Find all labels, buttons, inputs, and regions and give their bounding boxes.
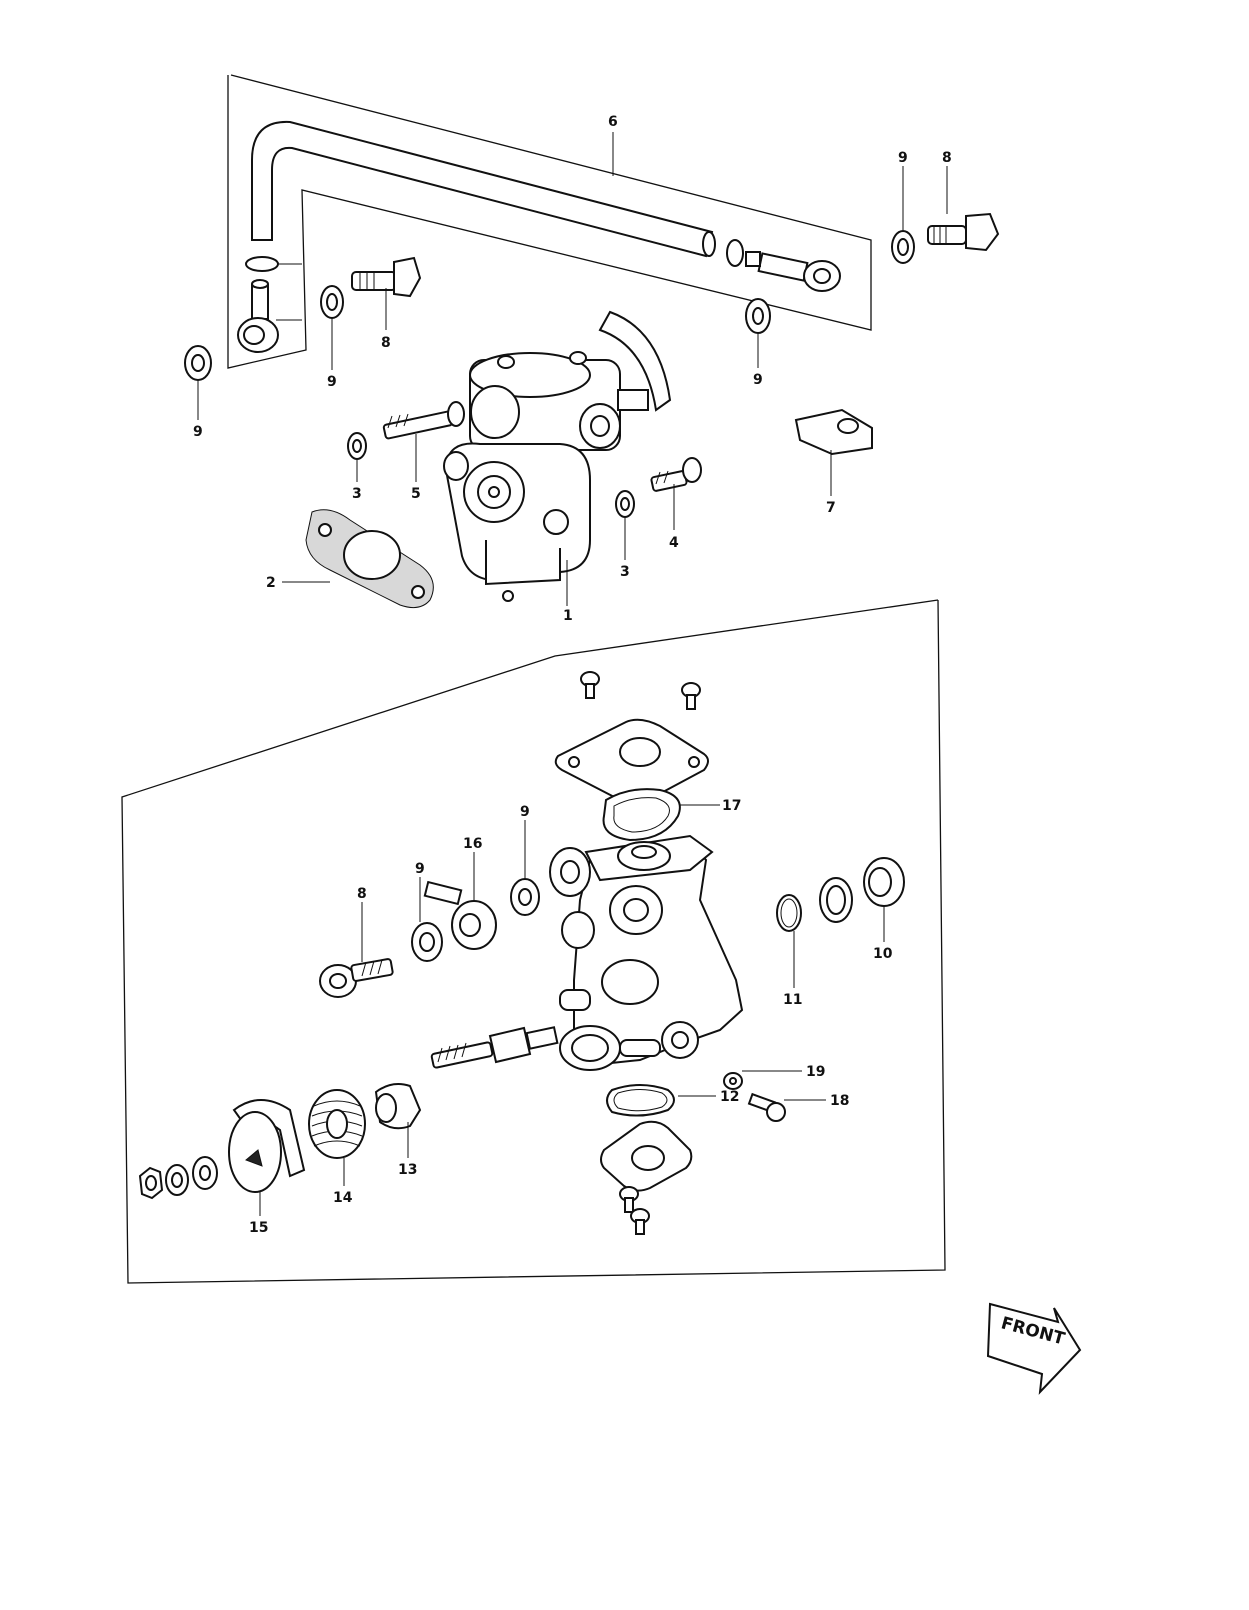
- lower-gasket: [606, 1084, 675, 1117]
- banjo-fitting-left: [237, 279, 302, 353]
- banjo-bolt-bottom: [319, 958, 394, 998]
- bottom-frame: [121, 599, 946, 1284]
- callout-9-bottom-center: 9: [520, 804, 530, 820]
- callout-9-center: 9: [327, 374, 337, 390]
- small-washer: [723, 1072, 743, 1090]
- callout-2: 2: [266, 575, 276, 591]
- callout-9-bottom-left: 9: [415, 861, 425, 877]
- washer-center: [320, 285, 344, 319]
- callout-labels: 1 2 3 3 4 5 6 7 8 8 8 9 9 9 9 9 9 10 11 …: [193, 114, 952, 1236]
- lever-washer-1: [192, 1156, 218, 1190]
- plug-cap: [819, 877, 853, 923]
- lower-screw-2: [630, 1208, 650, 1235]
- oil-outlet-pipe: [251, 120, 716, 258]
- washer-bottom-center: [510, 878, 540, 916]
- spring-cap: [374, 1083, 422, 1130]
- lever-washer-2: [165, 1164, 189, 1196]
- callout-9-far-left: 9: [193, 424, 203, 440]
- pump-bolt-long: [382, 401, 465, 440]
- washer-bottom-left: [411, 922, 443, 962]
- pump-bolt-short: [650, 457, 702, 492]
- cover-screw-2: [681, 682, 701, 710]
- rubber-grommet: [794, 408, 873, 456]
- banjo-bolt-top-center: [351, 256, 422, 298]
- washer-top-right: [891, 230, 915, 264]
- callout-11: 11: [783, 992, 802, 1008]
- callout-9-right: 9: [753, 372, 763, 388]
- banjo-bolt-top-right: [927, 212, 1000, 252]
- callout-3-right: 3: [620, 564, 630, 580]
- pump-cover-plate: [554, 718, 709, 804]
- washer-3-right: [615, 490, 635, 518]
- callout-8-bottom: 8: [357, 886, 367, 902]
- washer-far-left: [184, 345, 212, 381]
- top-frame: [227, 74, 872, 369]
- cover-gasket: [602, 788, 681, 842]
- lower-screw-1: [619, 1186, 639, 1213]
- oil-seal: [863, 857, 905, 907]
- callout-16: 16: [463, 836, 482, 852]
- callout-19: 19: [806, 1064, 825, 1080]
- callout-4: 4: [669, 535, 679, 551]
- callout-7: 7: [826, 500, 836, 516]
- clip-ring-right: [726, 239, 744, 267]
- callout-6: 6: [608, 114, 618, 130]
- pump-body: [549, 834, 744, 1071]
- clip-ring-left: [245, 256, 302, 272]
- callout-17: 17: [722, 798, 741, 814]
- lever-nut: [138, 1166, 164, 1200]
- callout-1: 1: [563, 608, 573, 624]
- return-spring: [308, 1089, 366, 1159]
- callout-10: 10: [873, 946, 893, 962]
- callout-8-top-center: 8: [381, 335, 391, 351]
- cover-screw-1: [580, 671, 600, 699]
- small-screw: [747, 1092, 786, 1122]
- front-direction-arrow: FRONT: [986, 1302, 1082, 1395]
- banjo-fitting-bottom: [423, 880, 497, 950]
- lower-cover-plate: [600, 1120, 693, 1192]
- callout-15: 15: [249, 1220, 268, 1236]
- banjo-fitting-right: [745, 251, 841, 292]
- washer-3-left: [347, 432, 367, 460]
- pump-gasket: [305, 509, 434, 609]
- callout-9-top-right: 9: [898, 150, 908, 166]
- callout-8-top-right: 8: [942, 150, 952, 166]
- leader-lines: [197, 132, 948, 1216]
- pump-plunger-shaft: [430, 1026, 559, 1069]
- o-ring: [776, 894, 802, 932]
- washer-right: [745, 298, 771, 334]
- callout-13: 13: [398, 1162, 417, 1178]
- callout-3-left: 3: [352, 486, 362, 502]
- oil-pump-assembly: [443, 310, 672, 602]
- pump-lever: [228, 1099, 306, 1193]
- callout-12: 12: [720, 1089, 739, 1105]
- callout-5: 5: [411, 486, 421, 502]
- callout-14: 14: [333, 1190, 353, 1206]
- callout-18: 18: [830, 1093, 849, 1109]
